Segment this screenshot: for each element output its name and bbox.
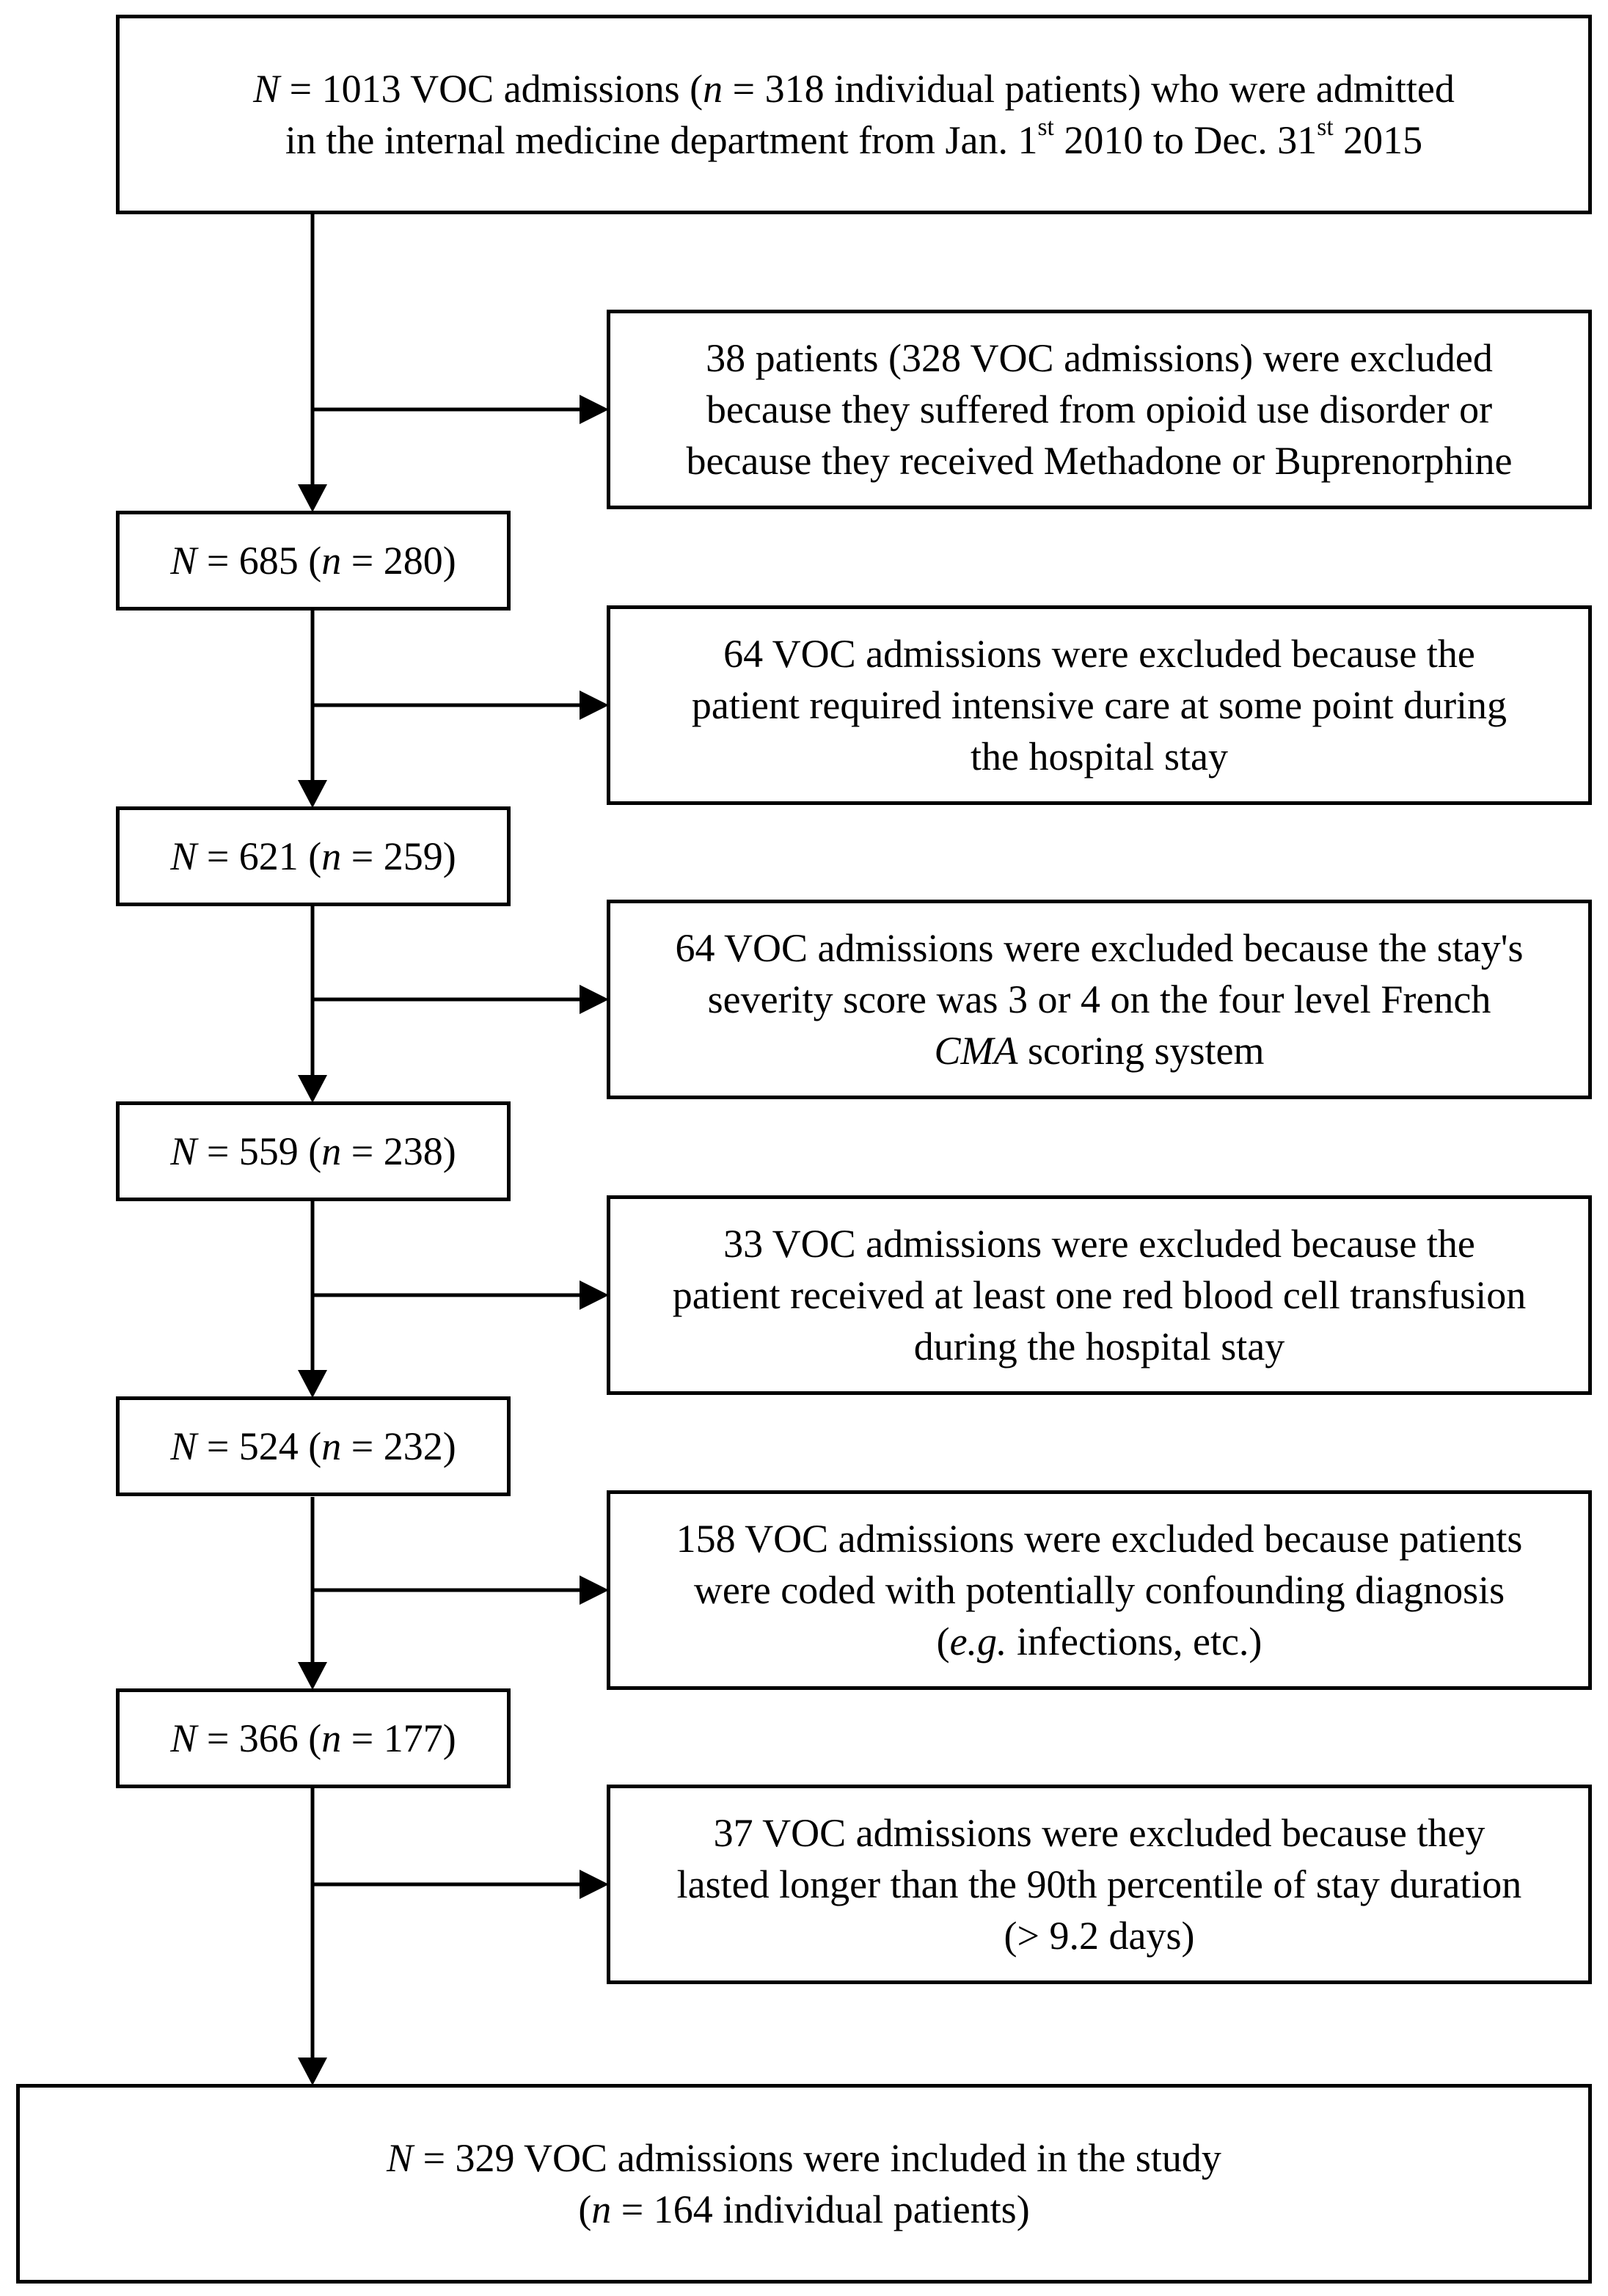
text-segment: = 177) xyxy=(341,1716,456,1760)
text-segment: = 559 ( xyxy=(197,1129,322,1173)
text-segment: = 329 VOC admissions were included in th… xyxy=(413,2135,1221,2180)
text-segment: ( xyxy=(936,1619,950,1664)
cma-acronym: CMA xyxy=(934,1029,1018,1074)
exclusion-text-line: because they suffered from opioid use di… xyxy=(706,387,1493,431)
text-segment: = 164 individual patients) xyxy=(611,2187,1030,2231)
exclusion-text-line: 38 patients (328 VOC admissions) were ex… xyxy=(706,335,1493,380)
count-box-559: N = 559 (n = 238) xyxy=(116,1101,511,1201)
exclusion-box-duration: 37 VOC admissions were excluded because … xyxy=(607,1785,1592,1984)
exclusion-text-line: severity score was 3 or 4 on the four le… xyxy=(707,977,1491,1021)
symbol-N: N xyxy=(170,538,197,583)
exclusion-text-line: (e.g. infections, etc.) xyxy=(610,1616,1588,1667)
text-segment: 2010 to Dec. 31 xyxy=(1053,118,1318,162)
arrowhead-down-5 xyxy=(298,1662,327,1690)
arrowhead-right-2 xyxy=(580,690,609,720)
text-segment: = 259) xyxy=(341,834,456,878)
symbol-N: N xyxy=(253,66,280,111)
count-box-685: N = 685 (n = 280) xyxy=(116,511,511,611)
exclusion-box-transfusion: 33 VOC admissions were excluded because … xyxy=(607,1195,1592,1395)
arrowhead-right-6 xyxy=(580,1870,609,1899)
superscript: st xyxy=(1317,113,1334,141)
exclusion-box-opioid: 38 patients (328 VOC admissions) were ex… xyxy=(607,310,1592,509)
arrowhead-down-4 xyxy=(298,1370,327,1398)
symbol-n: n xyxy=(591,2187,612,2231)
arrowhead-down-1 xyxy=(298,484,327,512)
exclusion-text-line: 64 VOC admissions were excluded because … xyxy=(675,925,1524,970)
text-segment: 2015 xyxy=(1333,118,1423,162)
final-cohort-box: N = 329 VOC admissions were included in … xyxy=(16,2084,1592,2284)
exclusion-text-line: (> 9.2 days) xyxy=(1004,1914,1195,1958)
exclusion-text-line: 64 VOC admissions were excluded because … xyxy=(723,631,1475,676)
symbol-N: N xyxy=(170,1129,197,1173)
symbol-N: N xyxy=(170,1424,197,1468)
arrowhead-right-1 xyxy=(580,395,609,424)
exclusion-text-line: the hospital stay xyxy=(971,735,1228,779)
symbol-n: n xyxy=(321,538,342,583)
symbol-n: n xyxy=(703,66,723,111)
symbol-n: n xyxy=(321,1129,342,1173)
exclusion-text-line: lasted longer than the 90th percentile o… xyxy=(676,1862,1522,1906)
text-segment: = 318 individual patients) who were admi… xyxy=(723,66,1455,111)
eg-abbreviation: e.g. xyxy=(949,1619,1007,1664)
exclusion-box-intensive-care: 64 VOC admissions were excluded because … xyxy=(607,605,1592,805)
arrowhead-down-6 xyxy=(298,2058,327,2085)
text-segment: = 238) xyxy=(341,1129,456,1173)
exclusion-box-confounding: 158 VOC admissions were excluded because… xyxy=(607,1490,1592,1690)
exclusion-text-line: 37 VOC admissions were excluded because … xyxy=(713,1810,1485,1855)
text-segment: = 1013 VOC admissions ( xyxy=(279,66,704,111)
exclusion-text-line: patient required intensive care at some … xyxy=(691,682,1508,727)
symbol-N: N xyxy=(170,1716,197,1760)
exclusion-text-line: CMA scoring system xyxy=(610,1025,1588,1076)
exclusion-box-severity: 64 VOC admissions were excluded because … xyxy=(607,900,1592,1099)
arrowhead-right-3 xyxy=(580,985,609,1014)
initial-cohort-line-1: N = 1013 VOC admissions (n = 318 individ… xyxy=(120,63,1588,114)
exclusion-text-line: because they received Methadone or Bupre… xyxy=(686,439,1513,484)
exclusion-text-line: 33 VOC admissions were excluded because … xyxy=(723,1221,1475,1266)
count-box-621: N = 621 (n = 259) xyxy=(116,806,511,906)
final-cohort-line-2: (n = 164 individual patients) xyxy=(20,2184,1588,2235)
text-segment: = 366 ( xyxy=(197,1716,322,1760)
text-segment: ( xyxy=(578,2187,592,2231)
text-segment: = 621 ( xyxy=(197,834,322,878)
exclusion-text-line: patient received at least one red blood … xyxy=(672,1272,1527,1317)
exclusion-text-line: were coded with potentially confounding … xyxy=(693,1567,1505,1612)
initial-cohort-box: N = 1013 VOC admissions (n = 318 individ… xyxy=(116,15,1592,214)
superscript: st xyxy=(1037,113,1054,141)
symbol-N: N xyxy=(387,2135,414,2180)
text-segment: scoring system xyxy=(1017,1029,1265,1074)
text-segment: infections, etc.) xyxy=(1006,1619,1262,1664)
count-box-366: N = 366 (n = 177) xyxy=(116,1688,511,1788)
symbol-n: n xyxy=(321,1716,342,1760)
arrowhead-down-2 xyxy=(298,780,327,808)
text-segment: = 524 ( xyxy=(197,1424,322,1468)
count-box-524: N = 524 (n = 232) xyxy=(116,1396,511,1496)
text-segment: = 280) xyxy=(341,538,456,583)
text-segment: in the internal medicine department from… xyxy=(285,118,1038,162)
exclusion-text-line: during the hospital stay xyxy=(913,1324,1285,1369)
initial-cohort-line-2: in the internal medicine department from… xyxy=(120,114,1588,166)
arrowhead-right-4 xyxy=(580,1280,609,1310)
exclusion-text-line: 158 VOC admissions were excluded because… xyxy=(676,1516,1523,1561)
symbol-n: n xyxy=(321,834,342,878)
arrowhead-down-3 xyxy=(298,1075,327,1103)
final-cohort-line-1: N = 329 VOC admissions were included in … xyxy=(20,2132,1588,2184)
text-segment: = 685 ( xyxy=(197,538,322,583)
text-segment: = 232) xyxy=(341,1424,456,1468)
symbol-N: N xyxy=(170,834,197,878)
symbol-n: n xyxy=(321,1424,342,1468)
arrowhead-right-5 xyxy=(580,1575,609,1605)
